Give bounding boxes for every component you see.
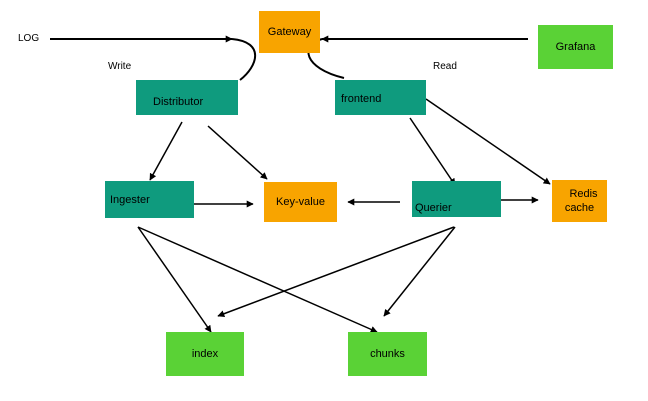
arrow-ingester-to-chunks xyxy=(137,226,378,333)
querier-node: Querier xyxy=(412,181,501,217)
querier-label: Querier xyxy=(415,202,452,214)
chunks-node: chunks xyxy=(348,332,427,376)
distributor-node: Distributor xyxy=(136,80,238,115)
arrow-ingester-to-index xyxy=(137,226,212,333)
keyvalue-node: Key-value xyxy=(264,182,337,222)
index-node: index xyxy=(166,332,244,376)
arrow-distributor-to-ingester xyxy=(149,121,183,181)
read-label: Read xyxy=(433,61,457,72)
gateway-node: Gateway xyxy=(259,11,320,53)
arrow-frontend-to-querier xyxy=(409,117,456,186)
ingester-label: Ingester xyxy=(110,194,150,206)
chunks-label: chunks xyxy=(370,348,405,360)
grafana-label: Grafana xyxy=(555,41,596,53)
write-label: Write xyxy=(108,61,132,72)
ingester-node: Ingester xyxy=(105,181,194,218)
grafana-node: Grafana xyxy=(538,25,613,69)
gateway-label: Gateway xyxy=(267,26,312,38)
redis-label-line2: cache xyxy=(564,202,595,214)
frontend-node: frontend xyxy=(335,80,426,115)
redis-label-line1: Redis xyxy=(569,188,598,200)
frontend-label: frontend xyxy=(341,93,382,105)
arrow-querier-to-chunks xyxy=(383,226,456,317)
arrow-distributor-to-keyvalue xyxy=(207,125,268,180)
arrow-querier-to-index xyxy=(217,226,455,318)
redis-cache-node: Redis cache xyxy=(552,180,607,222)
keyvalue-label: Key-value xyxy=(276,196,325,208)
log-label: LOG xyxy=(18,33,40,44)
arrow-frontend-to-redis xyxy=(425,98,551,185)
index-label: index xyxy=(191,348,219,360)
distributor-label: Distributor xyxy=(153,96,204,108)
curve-gateway-to-distributor xyxy=(231,38,256,81)
